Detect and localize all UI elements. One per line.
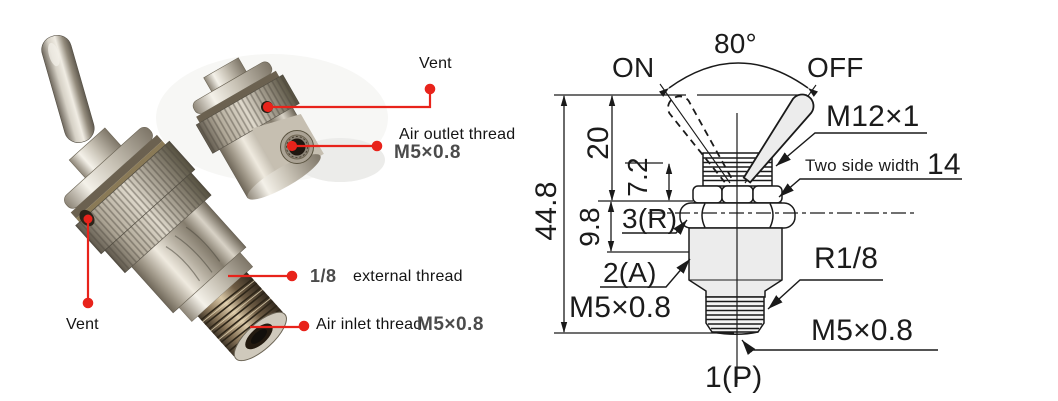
throw-angle-label: 80° — [714, 28, 757, 59]
leader-two-side-width — [778, 178, 962, 198]
lever-off-position — [742, 93, 815, 184]
air-inlet-thread-label: Air inlet thread — [316, 316, 423, 333]
air-outlet-thread-label: Air outlet thread — [399, 126, 516, 143]
dim-upper-20: 20 — [582, 126, 615, 160]
port-2a-label: 2(A) — [603, 257, 657, 288]
leader-lines — [600, 132, 962, 356]
dimension-drawing-panel — [554, 62, 962, 383]
mount-thread-label: R1/8 — [814, 242, 879, 275]
air-outlet-size-label: M5×0.8 — [394, 142, 461, 163]
two-side-width-label: Two side width — [805, 156, 920, 175]
lever-on-position — [667, 95, 733, 183]
dim-stem-7-2: 7.2 — [622, 157, 653, 197]
dim-mid-9-8: 9.8 — [574, 207, 605, 247]
port-3r-label: 3(R) — [622, 203, 678, 234]
toggle-lever-photo — [41, 34, 95, 143]
vent-label-top: Vent — [419, 55, 452, 72]
leader-r18 — [767, 279, 883, 310]
dim-overall-44-8: 44.8 — [530, 181, 563, 241]
throw-arc — [668, 62, 809, 89]
product-photo-panel — [41, 34, 436, 362]
external-thread-label: external thread — [353, 268, 463, 285]
product-photo-main — [41, 34, 287, 362]
port-1p-thread-label: M5×0.8 — [811, 314, 914, 347]
leader-port3 — [622, 219, 688, 235]
leader-m5-bottom — [741, 339, 938, 356]
air-inlet-size-label: M5×0.8 — [417, 314, 484, 335]
vent-label-bottom: Vent — [66, 316, 99, 333]
product-photo-inset — [156, 54, 388, 200]
two-side-width-value: 14 — [927, 148, 961, 181]
on-label: ON — [612, 52, 655, 83]
valve-body-drawing — [688, 227, 783, 298]
off-label: OFF — [807, 52, 864, 83]
leader-port2 — [600, 258, 691, 288]
port-2a-thread-label: M5×0.8 — [569, 291, 672, 324]
port-1p-label: 1(P) — [705, 361, 763, 394]
leader-m12 — [775, 132, 927, 167]
external-thread-size-label: 1/8 — [310, 266, 337, 286]
callout-lines — [82, 83, 436, 332]
stem-thread-label: M12×1 — [826, 100, 920, 133]
